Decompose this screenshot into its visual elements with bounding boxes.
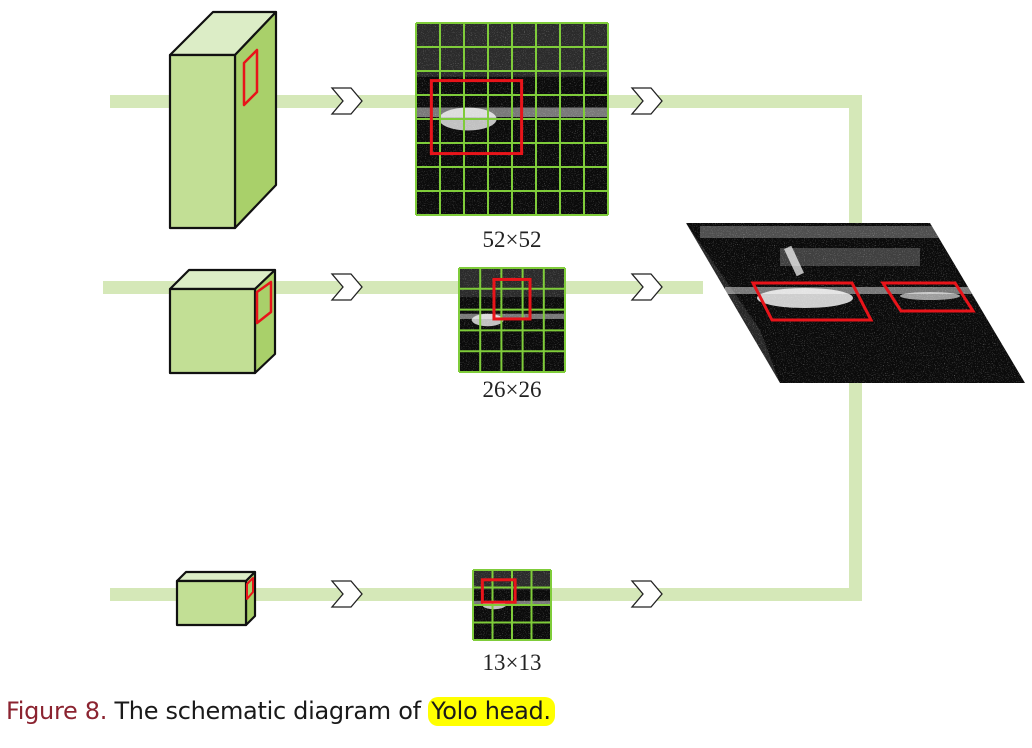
receptive-field-marker bbox=[246, 577, 254, 600]
detection-box bbox=[750, 281, 874, 322]
receptive-field-marker bbox=[242, 48, 259, 107]
detection-box bbox=[429, 79, 524, 156]
detection-box bbox=[480, 578, 517, 604]
feature-block-flat bbox=[175, 570, 257, 627]
receptive-field-marker bbox=[255, 280, 273, 325]
grid-image-26 bbox=[458, 267, 566, 373]
highlighted-caption-text: Yolo head. bbox=[428, 697, 555, 726]
grid-label-13: 13×13 bbox=[482, 650, 542, 675]
grid-label-52: 52×52 bbox=[482, 227, 542, 252]
grid-label-26: 26×26 bbox=[482, 377, 542, 402]
detection-box bbox=[880, 281, 976, 313]
sar-structure bbox=[459, 268, 565, 298]
arrow-icon bbox=[330, 273, 363, 301]
sar-band bbox=[459, 313, 565, 319]
arrow-icon bbox=[630, 273, 663, 301]
arrow-icon bbox=[630, 87, 663, 115]
arrows bbox=[330, 87, 663, 608]
arrow-icon bbox=[330, 580, 363, 608]
figure-label: Figure 8. bbox=[6, 697, 108, 725]
detection-box bbox=[492, 277, 532, 321]
figure-caption: Figure 8. The schematic diagram of Yolo … bbox=[6, 697, 555, 726]
arrow-icon bbox=[330, 87, 363, 115]
grid-image-13 bbox=[472, 569, 552, 641]
feature-block-cube bbox=[168, 268, 277, 375]
grid-image-52 bbox=[415, 22, 609, 216]
arrow-icon bbox=[630, 580, 663, 608]
output-detection-image bbox=[686, 223, 1025, 383]
feature-block-tall bbox=[168, 10, 278, 230]
caption-text: The schematic diagram of bbox=[107, 697, 429, 725]
yolo-head-diagram bbox=[103, 10, 1025, 641]
